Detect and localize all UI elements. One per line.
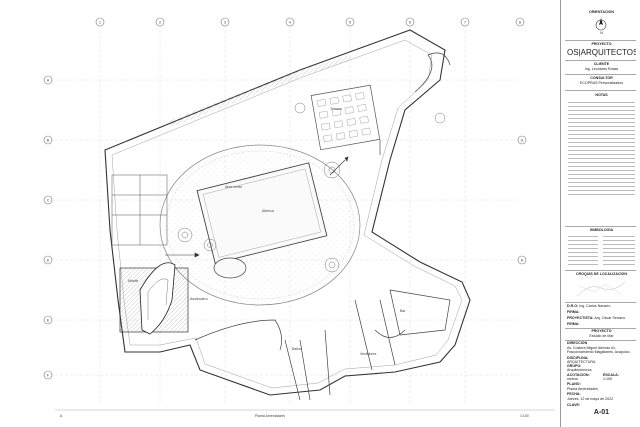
project2-value: Estudio de Mar: [589, 334, 614, 338]
svg-text:D: D: [47, 258, 50, 262]
grupo-value: Arquitectónicos: [567, 368, 592, 372]
svg-text:2: 2: [159, 20, 161, 24]
north-arrow-icon: [595, 18, 607, 31]
direccion-label: DIRECCIÓN: [567, 341, 588, 345]
svg-text:B: B: [47, 138, 50, 142]
svg-text:A: A: [47, 78, 50, 82]
orientation-label: ORIENTACIÓN: [589, 10, 614, 14]
symbology-label: SIMBOLOGÍA: [589, 228, 614, 232]
room-label: Terraza: [330, 107, 342, 111]
room-label: Asoleadero: [190, 297, 208, 301]
footer-center: Planta Amenidades: [255, 414, 285, 418]
client-label: CLIENTE: [593, 62, 610, 66]
acotacion-value: metros: [567, 377, 578, 381]
sheet-number: A-01: [593, 409, 610, 416]
location-map: [576, 281, 626, 297]
room-label: Vestidores: [360, 352, 377, 356]
disciplina-label: DISCIPLINA:: [567, 356, 589, 360]
footer-left: A: [60, 414, 63, 418]
svg-text:G: G: [521, 138, 524, 142]
service-building: [111, 174, 168, 246]
footer-right: 1:100: [520, 414, 529, 418]
svg-text:H: H: [521, 258, 524, 262]
acotacion-label: ACOTACIÓN:: [567, 373, 590, 377]
svg-text:C: C: [47, 198, 50, 202]
grupo-label: GRUPO:: [567, 364, 582, 368]
section-marks: [165, 140, 381, 258]
consultant-label: CONSULTOR: [590, 76, 613, 80]
boat: [139, 262, 176, 335]
svg-text:F: F: [47, 373, 49, 377]
client-name: Ing. Leonardo Rosas: [584, 67, 619, 71]
project2-label: PROYECTO: [591, 329, 612, 333]
firma-label: FIRMA:: [567, 310, 580, 314]
fecha-label: FECHA:: [567, 392, 581, 396]
svg-text:6: 6: [409, 20, 411, 24]
svg-text:4: 4: [289, 20, 291, 24]
room-label: Baños: [292, 347, 302, 351]
ddo-label: D.R.O:: [567, 304, 579, 308]
north-mark: N: [600, 31, 603, 35]
grid-bubbles: [43, 17, 527, 380]
notes-label: NOTAS: [595, 93, 608, 97]
location-label: CROQUIS DE LOCALIZACIÓN: [576, 272, 627, 276]
lower-buildings: [194, 289, 451, 401]
room-label: Alberca: [262, 209, 274, 213]
room-label: Área verde: [225, 185, 242, 189]
clave-label: CLAVE:: [567, 403, 581, 407]
proyectista-label: PROYECTISTA:: [567, 316, 594, 320]
svg-text:1: 1: [99, 20, 101, 24]
floor-plan: Alberca Área verde Terraza Muelle Asolea…: [43, 17, 555, 418]
plano-value: Planta Amenidades: [567, 387, 598, 391]
property-boundary: [104, 29, 471, 396]
terrace-grid: [310, 84, 381, 151]
plano-label: PLANO:: [567, 382, 581, 386]
escala-value: 1:100: [603, 377, 612, 381]
project-label: PROYECTO: [591, 42, 612, 46]
svg-text:8: 8: [519, 20, 521, 24]
disciplina-value: ARQUITECTURA: [567, 360, 596, 364]
fecha-value: Jueves, 12 de mayo de 2022: [567, 397, 614, 401]
consultant-name: ECOPRAS Personalizados: [579, 81, 624, 85]
svg-text:3: 3: [224, 20, 226, 24]
room-label: Bar: [400, 309, 406, 313]
title-block: ORIENTACIÓN N PROYECTO OS|ARQUITECTOS CL…: [560, 0, 640, 427]
direccion-value: Av. Costera Miguel Alemán #1, Fraccionam…: [567, 346, 631, 355]
proyectista-value: Arq. Oscar Serrano: [594, 316, 626, 320]
pool: [196, 162, 328, 265]
svg-text:5: 5: [349, 20, 351, 24]
svg-text:7: 7: [464, 20, 466, 24]
room-label: Muelle: [128, 279, 138, 283]
svg-text:E: E: [47, 318, 50, 322]
firma2-label: FIRMA:: [567, 322, 580, 326]
firm-name: OS|ARQUITECTOS: [567, 48, 636, 57]
escala-label: ESCALA:: [603, 373, 619, 377]
ddo-value: Ing. Carlos Navarro: [579, 304, 611, 308]
